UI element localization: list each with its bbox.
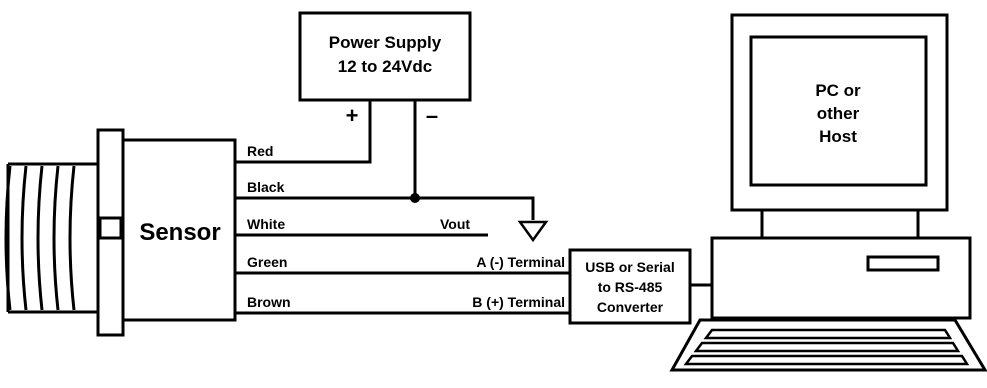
power-supply-title: Power Supply xyxy=(329,33,442,52)
wire-label-black: Black xyxy=(247,179,285,195)
computer-base xyxy=(710,236,972,320)
monitor-screen xyxy=(749,35,928,187)
monitor-neck xyxy=(760,208,920,240)
wire-label-brown: Brown xyxy=(247,294,291,310)
converter-line3: Converter xyxy=(597,299,664,315)
wires xyxy=(235,100,712,315)
vout-label: Vout xyxy=(440,216,470,232)
wire-label-white: White xyxy=(247,216,285,232)
keyboard-row-1 xyxy=(703,328,953,340)
black-wire xyxy=(235,196,535,220)
host-line2: other xyxy=(817,104,860,123)
red-wire xyxy=(235,100,372,164)
sensor xyxy=(4,128,237,337)
keyboard-row-3 xyxy=(683,354,970,366)
host-line1: PC or xyxy=(815,81,861,100)
wire-label-red: Red xyxy=(247,143,273,159)
minus-sign: – xyxy=(426,103,438,128)
keyboard-row-2 xyxy=(693,341,961,353)
terminal-b-label: B (+) Terminal xyxy=(472,294,565,310)
converter-line1: USB or Serial xyxy=(585,259,674,275)
power-supply-voltage: 12 to 24Vdc xyxy=(338,57,433,76)
plus-sign: + xyxy=(346,103,359,128)
junction-dot xyxy=(410,193,420,203)
converter-line2: to RS-485 xyxy=(598,279,663,295)
converter-box xyxy=(568,248,692,325)
ground-icon xyxy=(517,220,549,243)
power-supply-box xyxy=(298,11,472,102)
wire-label-green: Green xyxy=(247,254,287,270)
pc-host xyxy=(669,13,987,372)
terminal-a-label: A (-) Terminal xyxy=(476,254,565,270)
disk-drive xyxy=(866,255,940,272)
host-line3: Host xyxy=(819,127,857,146)
sensor-label: Sensor xyxy=(139,219,220,246)
